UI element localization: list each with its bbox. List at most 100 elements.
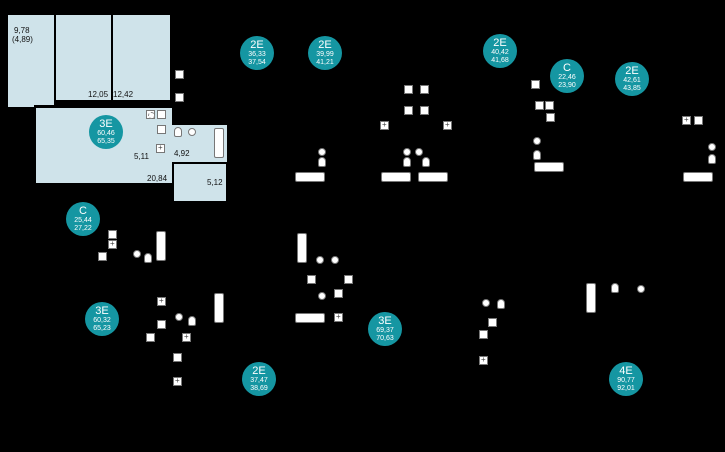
sink-icon (318, 148, 326, 156)
apartment-total: 41,68 (491, 56, 509, 64)
fixture-icon (404, 85, 413, 94)
apartment-badge[interactable]: C 22,46 23,90 (550, 59, 584, 93)
sink-icon (482, 299, 490, 307)
storage-label: 5,12 (207, 178, 223, 187)
wall (148, 100, 162, 106)
bathtub-icon (295, 172, 325, 182)
fixture-icon (488, 318, 497, 327)
fixture-icon (108, 230, 117, 239)
balcony-area-label: 9,78 (14, 26, 30, 35)
sink-icon (188, 128, 196, 136)
apartment-area: 25,44 (74, 216, 92, 224)
toilet-icon (533, 150, 541, 160)
fixture-icon (157, 320, 166, 329)
toilet-icon (144, 253, 152, 263)
apartment-area: 42,61 (623, 76, 641, 84)
kitchen-label: 20,84 (147, 174, 168, 183)
bathtub-icon (418, 172, 448, 182)
toilet-icon (174, 127, 182, 137)
apartment-area: 40,42 (491, 48, 509, 56)
apartment-total: 43,85 (623, 84, 641, 92)
sink-icon (533, 137, 541, 145)
fixture-icon (307, 275, 316, 284)
fixture-icon (175, 93, 184, 102)
apartment-type: 2E (252, 364, 266, 377)
sink-icon (318, 292, 326, 300)
fixture-icon (545, 101, 554, 110)
hall-label: 5,11 (134, 152, 149, 161)
toilet-icon (611, 283, 619, 293)
apartment-badge[interactable]: C 25,44 27,22 (66, 202, 100, 236)
toilet-icon (188, 316, 196, 326)
apartment-badge[interactable]: 4E 90,77 92,01 (609, 362, 643, 396)
apartment-total: 65,35 (97, 137, 115, 145)
fixture-icon (146, 333, 155, 342)
bathtub-icon (683, 172, 713, 182)
fixture-icon (334, 312, 343, 322)
apartment-badge[interactable]: 2E 39,99 41,21 (308, 36, 342, 70)
apartment-badge[interactable]: 2E 40,42 41,68 (483, 34, 517, 68)
room-a (56, 15, 111, 100)
apartment-area: 22,46 (558, 73, 576, 81)
apartment-area: 39,99 (316, 50, 334, 58)
apartment-type: 2E (493, 36, 507, 49)
apartment-type: 4E (619, 364, 633, 377)
fixture-icon (420, 85, 429, 94)
fixture-icon (108, 239, 117, 249)
apartment-badge[interactable]: 3E 60,46 65,35 (89, 115, 123, 149)
fixture-icon (175, 70, 184, 79)
wall (172, 162, 227, 164)
fixture-icon (182, 332, 191, 342)
apartment-total: 38,69 (250, 384, 268, 392)
wall (111, 15, 113, 100)
apartment-area: 60,46 (97, 129, 115, 137)
apartment-badge[interactable]: 3E 69,37 70,63 (368, 312, 402, 346)
apartment-area: 36,33 (248, 50, 266, 58)
apartment-total: 65,23 (93, 324, 111, 332)
storage-room (174, 163, 226, 201)
apartment-type: 2E (625, 64, 639, 77)
wall (34, 105, 172, 108)
room-b-label: 12,42 (113, 90, 134, 99)
fixture-icon (157, 125, 166, 134)
toilet-icon (497, 299, 505, 309)
apartment-type: 2E (318, 38, 332, 51)
apartment-badge[interactable]: 2E 36,33 37,54 (240, 36, 274, 70)
bathtub-icon (297, 233, 307, 263)
fixture-icon (694, 116, 703, 125)
apartment-total: 37,54 (248, 58, 266, 66)
fixture-icon (420, 106, 429, 115)
apartment-type: C (79, 204, 87, 217)
apartment-badge[interactable]: 2E 42,61 43,85 (615, 62, 649, 96)
sink-icon (331, 256, 339, 264)
sink-icon (403, 148, 411, 156)
fixture-icon (682, 115, 691, 125)
room-b (113, 15, 170, 100)
fixture-icon (173, 353, 182, 362)
bathtub-icon (586, 283, 596, 313)
apartment-total: 92,01 (617, 384, 635, 392)
fixture-icon (546, 113, 555, 122)
fixture-icon (531, 80, 540, 89)
balcony-area-alt-label: (4,89) (12, 35, 33, 44)
apartment-type: 3E (378, 314, 392, 327)
toilet-icon (422, 157, 430, 167)
fixture-icon (344, 275, 353, 284)
balcony-room (8, 15, 54, 107)
bathtub-icon (295, 313, 325, 323)
room-a-label: 12,05 (88, 90, 109, 99)
bathtub-icon (214, 128, 224, 158)
sink-icon (316, 256, 324, 264)
apartment-area: 60,32 (93, 316, 111, 324)
apartment-badge[interactable]: 3E 60,32 65,23 (85, 302, 119, 336)
bathtub-icon (214, 293, 224, 323)
sink-icon (708, 143, 716, 151)
apartment-badge[interactable]: 2E 37,47 38,69 (242, 362, 276, 396)
apartment-area: 69,37 (376, 326, 394, 334)
fixture-icon (98, 252, 107, 261)
apartment-area: 90,77 (617, 376, 635, 384)
fixture-icon (479, 330, 488, 339)
fixture-icon (479, 355, 488, 365)
fixture-icon (443, 120, 452, 130)
